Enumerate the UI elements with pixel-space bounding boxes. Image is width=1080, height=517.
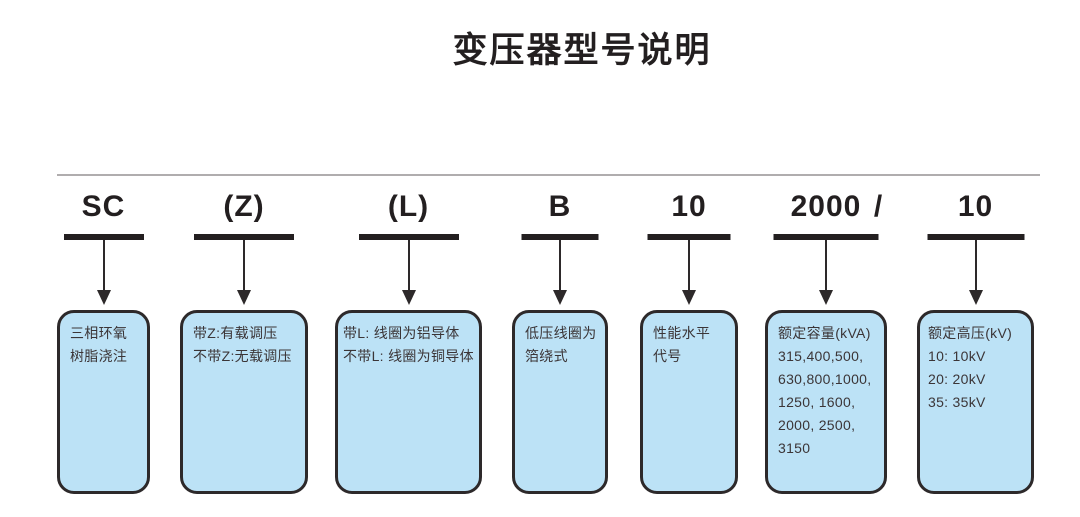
code-label: 2000 [790, 190, 862, 223]
code-label: SC [81, 190, 126, 223]
box-text: 额定高压(kV) 10: 10kV 20: 20kV 35: 35kV [928, 325, 1013, 410]
arrow-head-icon [96, 290, 111, 305]
arrow-head-icon [968, 290, 983, 305]
box-text: 带L: 线圈为铝导体 不带L: 线圈为铜导体 [343, 325, 474, 364]
description-box: 额定容量(kVA) 315,400,500, 630,800,1000, 125… [765, 310, 887, 494]
down-arrow-icon [825, 240, 827, 291]
description-box: 带L: 线圈为铝导体 不带L: 线圈为铜导体 [335, 310, 482, 494]
code-label: 10 [671, 190, 707, 223]
column-b: B 低压线圈为 箔绕式 [512, 190, 608, 504]
slash-separator: / [873, 190, 883, 223]
box-text: 额定容量(kVA) 315,400,500, 630,800,1000, 125… [778, 325, 872, 456]
horizontal-rule [57, 174, 1040, 176]
column-kv-10: 10 额定高压(kV) 10: 10kV 20: 20kV 35: 35kV [917, 190, 1034, 504]
code-label: 10 [957, 190, 994, 223]
column-2000: 2000 额定容量(kVA) 315,400,500, 630,800,1000… [765, 190, 887, 504]
code-label: (Z) [223, 190, 265, 223]
box-text: 带Z:有载调压 不带Z:无载调压 [193, 325, 292, 364]
down-arrow-icon [559, 240, 561, 291]
code-underline [194, 234, 294, 240]
down-arrow-icon [407, 240, 410, 291]
column-l: (L) 带L: 线圈为铝导体 不带L: 线圈为铜导体 [335, 190, 482, 504]
down-arrow-icon [102, 240, 105, 291]
description-box: 额定高压(kV) 10: 10kV 20: 20kV 35: 35kV [917, 310, 1034, 494]
column-sc: SC 三相环氧 树脂浇注 [57, 190, 150, 504]
down-arrow-icon [243, 240, 245, 291]
description-box: 低压线圈为 箔绕式 [512, 310, 608, 494]
box-text: 三相环氧 树脂浇注 [70, 325, 128, 364]
box-text: 低压线圈为 箔绕式 [525, 325, 597, 364]
column-10: 10 性能水平 代号 [640, 190, 738, 504]
code-underline [63, 234, 144, 240]
code-underline [358, 234, 459, 240]
down-arrow-icon [688, 240, 690, 291]
code-underline [927, 234, 1024, 240]
description-box: 性能水平 代号 [640, 310, 738, 494]
code-underline [647, 234, 731, 240]
page-title: 变压器型号说明 [452, 31, 712, 70]
code-label: B [548, 190, 572, 223]
code-label: (L) [387, 190, 430, 223]
arrow-head-icon [401, 290, 416, 305]
code-underline [773, 234, 879, 240]
box-text: 性能水平 代号 [653, 325, 711, 364]
description-box: 带Z:有载调压 不带Z:无载调压 [180, 310, 308, 494]
arrow-head-icon [682, 290, 696, 305]
code-underline [521, 234, 599, 240]
arrow-head-icon [553, 290, 567, 305]
description-box: 三相环氧 树脂浇注 [57, 310, 150, 494]
arrow-head-icon [819, 290, 833, 305]
arrow-head-icon [237, 290, 251, 305]
column-z: (Z) 带Z:有载调压 不带Z:无载调压 [180, 190, 308, 504]
down-arrow-icon [974, 240, 977, 291]
